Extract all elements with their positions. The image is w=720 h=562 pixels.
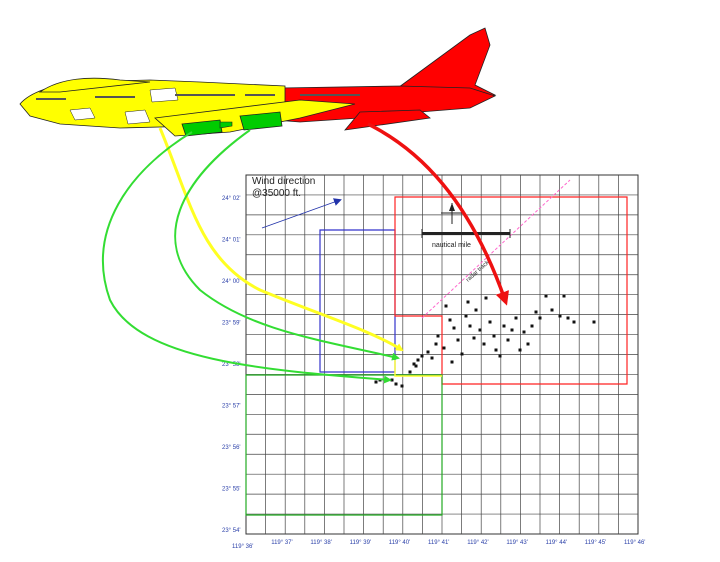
longitude-labels: 119° 36' 119° 37' 119° 38' 119° 39' 119° 40'… [232, 540, 645, 550]
debris-point [592, 320, 596, 324]
latitude-label: 23° 54' [222, 528, 241, 534]
latitude-label: 23° 56' [222, 445, 241, 451]
longitude-label: 119° 45' [585, 540, 606, 546]
debris-point [408, 370, 412, 374]
windows [36, 94, 360, 100]
debris-point [450, 360, 454, 364]
debris-point [414, 364, 418, 368]
debris-point [514, 316, 518, 320]
debris-point [394, 382, 398, 386]
longitude-label: 119° 39' [350, 540, 371, 546]
debris-point [390, 378, 394, 382]
longitude-label: 119° 40' [389, 540, 410, 546]
green-arrow-upper [174, 129, 400, 361]
engine-outboard [239, 111, 283, 131]
radar-track-line [421, 179, 571, 319]
debris-point [572, 320, 576, 324]
debris-point [558, 314, 562, 318]
debris-point [482, 342, 486, 346]
debris-point [494, 348, 498, 352]
latitude-label: 24° 01' [222, 238, 241, 244]
debris-points [374, 294, 596, 388]
latitude-label: 23° 57' [222, 404, 241, 410]
wind-label-line1: Wind direction [252, 176, 316, 187]
debris-point [400, 384, 404, 388]
wing-root-patch [149, 87, 179, 103]
debris-point [420, 354, 424, 358]
debris-point [412, 362, 416, 366]
red-arrow [367, 122, 509, 306]
region-engines [245, 374, 443, 516]
debris-point [498, 354, 502, 358]
debris-point [510, 328, 514, 332]
debris-point [444, 304, 448, 308]
debris-point [566, 316, 570, 320]
debris-point [518, 348, 522, 352]
longitude-label: 119° 38' [310, 540, 331, 546]
debris-point [416, 358, 420, 362]
green-arrow-lower [101, 131, 392, 384]
debris-point [526, 342, 530, 346]
debris-point [472, 336, 476, 340]
longitude-label: 119° 37' [271, 540, 292, 546]
region-front-section [319, 229, 396, 373]
horizontal-stabilizer [344, 109, 431, 131]
debris-point [374, 380, 378, 384]
longitude-label: 119° 46' [624, 540, 645, 546]
latitude-labels: 24° 02' 24° 01' 24° 00' 23° 59' 23° 58' 23° 5… [222, 196, 241, 534]
debris-point [544, 294, 548, 298]
debris-point [464, 314, 468, 318]
debris-point [452, 326, 456, 330]
wind-direction-label: Wind direction @35000 ft. [252, 176, 315, 200]
scale-bar [421, 229, 511, 238]
airplane [19, 27, 497, 137]
debris-point [434, 342, 438, 346]
debris-point [506, 338, 510, 342]
debris-point [460, 352, 464, 356]
debris-point [468, 324, 472, 328]
longitude-label: 119° 41' [428, 540, 449, 546]
latitude-label: 24° 02' [222, 196, 241, 202]
debris-point [448, 318, 452, 322]
debris-point [484, 296, 488, 300]
latitude-label: 23° 58' [222, 362, 241, 368]
longitude-label: 119° 44' [546, 540, 567, 546]
yellow-arrow [158, 127, 404, 352]
debris-point [466, 300, 470, 304]
debris-point [492, 334, 496, 338]
fuselage-gap-patch [124, 109, 151, 125]
debris-point [562, 294, 566, 298]
upper-deck-hump [38, 77, 151, 93]
debris-point [456, 338, 460, 342]
wind-direction-arrow [261, 198, 342, 229]
debris-point [478, 328, 482, 332]
latitude-label: 23° 59' [222, 321, 241, 327]
debris-point [538, 316, 542, 320]
debris-point [436, 334, 440, 338]
debris-point [442, 346, 446, 350]
scale-label: nautical mile [432, 242, 471, 249]
region-yellow-connector [394, 360, 442, 377]
radar-track-label: radar track [465, 259, 491, 283]
latitude-label: 24° 00' [222, 279, 241, 285]
debris-point [502, 324, 506, 328]
debris-point [430, 356, 434, 360]
fuselage-gap-patch [69, 107, 96, 121]
region-rear-section [394, 196, 628, 385]
wind-label-line2: @35000 ft. [252, 188, 302, 199]
engine-pylon [219, 121, 233, 129]
latitude-label: 23° 55' [222, 487, 241, 493]
debris-point [550, 308, 554, 312]
debris-point [488, 320, 492, 324]
debris-point [426, 350, 430, 354]
longitude-label: 119° 43' [506, 540, 527, 546]
debris-point [534, 310, 538, 314]
debris-point [474, 308, 478, 312]
debris-point [530, 324, 534, 328]
debris-point [522, 330, 526, 334]
longitude-label: 119° 36' [232, 544, 253, 550]
longitude-label: 119° 42' [467, 540, 488, 546]
north-indicator [441, 203, 463, 224]
